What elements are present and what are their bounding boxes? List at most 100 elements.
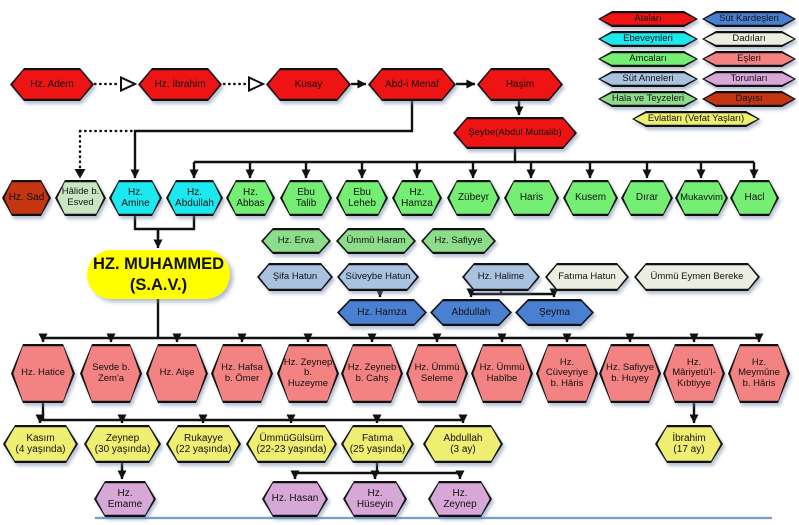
- ebutalib-face: Ebu Talib: [282, 182, 329, 213]
- adem-label: Hz. Adem: [30, 78, 74, 90]
- node-amine: Hz. Amine: [109, 180, 162, 216]
- zhuzeyme-label: Hz. Zeynep b. Huzeyme: [283, 356, 333, 389]
- mariye-face: Hz. Mâriyetü'l- Kıbtiyye: [665, 346, 722, 400]
- ummueymen-label: Ümmü Eymen Bereke: [650, 270, 744, 282]
- sad-face: Hz. Sad: [4, 182, 48, 213]
- node-hasim: Haşim: [477, 68, 563, 101]
- node-zubeyr: Zübeyr: [447, 180, 500, 216]
- abdullah_ms-label: Abdullah: [451, 306, 491, 318]
- ummuharam-face: Ümmü Haram: [338, 230, 413, 251]
- legend-sut-kardesleri-face: Süt Kardeşleri: [704, 13, 793, 24]
- legend-torunlari-face: Torunları: [704, 73, 793, 84]
- halime-label: Hz. Halime: [477, 270, 525, 282]
- sifa-label: Şifa Hatun: [272, 270, 318, 282]
- legend-torunlari-label: Torunları: [730, 72, 768, 84]
- fatimahatun-face: Fatıma Hatun: [547, 265, 626, 288]
- legend-atalari-face: Ataları: [600, 13, 695, 24]
- node-aise: Hz. Aişe: [146, 344, 208, 403]
- legend-amcalari-face: Amcaları: [600, 53, 695, 64]
- node-ibrahim_c: İbrahim (17 ay): [655, 425, 723, 463]
- hasan-face: Hz. Hasan: [264, 483, 325, 514]
- haris-label: Haris: [519, 192, 544, 204]
- hatice-face: Hz. Hatice: [13, 346, 72, 400]
- huseyin-label: Hz. Hüseyin: [356, 487, 394, 510]
- node-mukavvim: Mukavvim: [675, 180, 728, 216]
- hacl-face: Hacl: [732, 182, 776, 213]
- node-legend-atalari: Ataları: [598, 11, 698, 27]
- node-cuveyriye: Hz. Cüveyriye b. Hâris: [536, 344, 598, 403]
- node-sifa: Şifa Hatun: [257, 263, 333, 291]
- node-huseyin: Hz. Hüseyin: [343, 481, 407, 517]
- mariye-label: Hz. Mâriyetü'l- Kıbtiyye: [672, 356, 716, 389]
- legend-evlatlari-face: Evlatları (Vefat Yaşları): [634, 113, 757, 124]
- legend-sut-anneleri-label: Süt Anneleri: [622, 72, 674, 84]
- node-rukayye: Rukayye (22 yaşında): [166, 425, 241, 463]
- shuyey-face: Hz. Safiyye b. Huyey: [601, 346, 658, 400]
- abdullah_c-face: Abdullah (3 ay): [425, 427, 500, 460]
- node-suveybe: Süveybe Hatun: [337, 263, 419, 291]
- node-abdullah_ms: Abdullah: [430, 299, 512, 326]
- legend-ebeveynleri-label: Ebeveynleri: [623, 32, 673, 44]
- erva-label: Hz. Erva: [277, 234, 315, 246]
- node-shuyey: Hz. Safiyye b. Huyey: [599, 344, 661, 403]
- ummugulsum-label: ÜmmüGülsüm (22-23 yaşında): [256, 432, 327, 455]
- zeynep_g-face: Hz. Zeynep: [430, 483, 489, 514]
- legend-sut-kardesleri-label: Süt Kardeşleri: [719, 12, 779, 24]
- node-fatima: Fatıma (25 yaşında): [341, 425, 414, 463]
- halime-face: Hz. Halime: [464, 265, 537, 288]
- zeynep_g-label: Hz. Zeynep: [443, 487, 477, 510]
- abdullah_ms-face: Abdullah: [432, 301, 509, 323]
- mukavvim-label: Mukavvim: [680, 191, 723, 203]
- node-dirar: Dırar: [621, 180, 673, 216]
- rukayye-face: Rukayye (22 yaşında): [168, 427, 238, 460]
- node-legend-torunlari: Torunları: [702, 71, 796, 87]
- node-meymune: Hz. Meymûne b. Hâris: [728, 344, 790, 403]
- node-abbas: Hz. Abbas: [226, 180, 275, 216]
- abdullah_c-label: Abdullah (3 ay): [443, 432, 483, 455]
- hasim-label: Haşim: [505, 78, 535, 90]
- node-hamza_u: Hz. Hamza: [392, 180, 442, 216]
- abbas-label: Hz. Abbas: [236, 186, 265, 209]
- node-hamza_ms: Hz. Hamza: [337, 299, 427, 326]
- sifa-face: Şifa Hatun: [259, 265, 330, 288]
- abdimenaf-face: Abd-i Menaf: [370, 70, 453, 98]
- zeynep_c-face: Zeynep (30 yaşında): [86, 427, 158, 460]
- hamza_u-label: Hz. Hamza: [401, 186, 433, 209]
- node-ummuharam: Ümmü Haram: [336, 228, 416, 254]
- legend-sut-anneleri-face: Süt Anneleri: [600, 73, 695, 84]
- node-seyma: Şeyma: [515, 299, 594, 326]
- suveybe-label: Süveybe Hatun: [345, 270, 411, 282]
- node-uhabibe: Hz. Ümmü Habîbe: [471, 344, 533, 403]
- fatima-face: Fatıma (25 yaşında): [343, 427, 411, 460]
- sevde-face: Sevde b. Zem'a: [82, 346, 139, 400]
- node-legend-ebeveynleri: Ebeveynleri: [598, 31, 698, 47]
- node-legend-sut-anneleri: Süt Anneleri: [598, 71, 698, 87]
- legend-esleri-label: Eşleri: [737, 52, 761, 64]
- hamza_u-face: Hz. Hamza: [394, 182, 439, 213]
- kusay-face: Kusay: [268, 70, 348, 98]
- node-sad: Hz. Sad: [2, 180, 51, 216]
- dirar-face: Dırar: [623, 182, 670, 213]
- hamza_ms-face: Hz. Hamza: [339, 301, 424, 323]
- legend-atalari-label: Ataları: [634, 12, 662, 24]
- muhammed-label: HZ. MUHAMMED (S.A.V.): [92, 254, 225, 294]
- ummuharam-label: Ümmü Haram: [346, 234, 406, 246]
- sevde-label: Sevde b. Zem'a: [92, 361, 130, 384]
- legend-amcalari-label: Amcaları: [629, 52, 667, 64]
- zubeyr-face: Zübeyr: [449, 182, 497, 213]
- kusay-label: Kusay: [294, 78, 323, 90]
- node-kusay: Kusay: [266, 68, 351, 101]
- meymune-label: Hz. Meymûne b. Hâris: [738, 356, 780, 389]
- meymune-face: Hz. Meymûne b. Hâris: [730, 346, 787, 400]
- node-abdullah_c: Abdullah (3 ay): [423, 425, 503, 463]
- fatimahatun-label: Fatıma Hatun: [558, 270, 616, 282]
- legend-dadilari-label: Dadıları: [732, 32, 766, 44]
- legend-ebeveynleri-face: Ebeveynleri: [600, 33, 695, 44]
- useleme-label: Hz. Ümmü Seleme: [414, 361, 460, 384]
- kasim-face: Kasım (4 yaşında): [5, 427, 75, 460]
- safiyye_a-face: Hz. Safiyye: [423, 230, 493, 251]
- haris-face: Haris: [506, 182, 556, 213]
- halide-label: Hâlide b. Esved: [61, 186, 100, 208]
- legend-esleri-face: Eşleri: [704, 53, 793, 64]
